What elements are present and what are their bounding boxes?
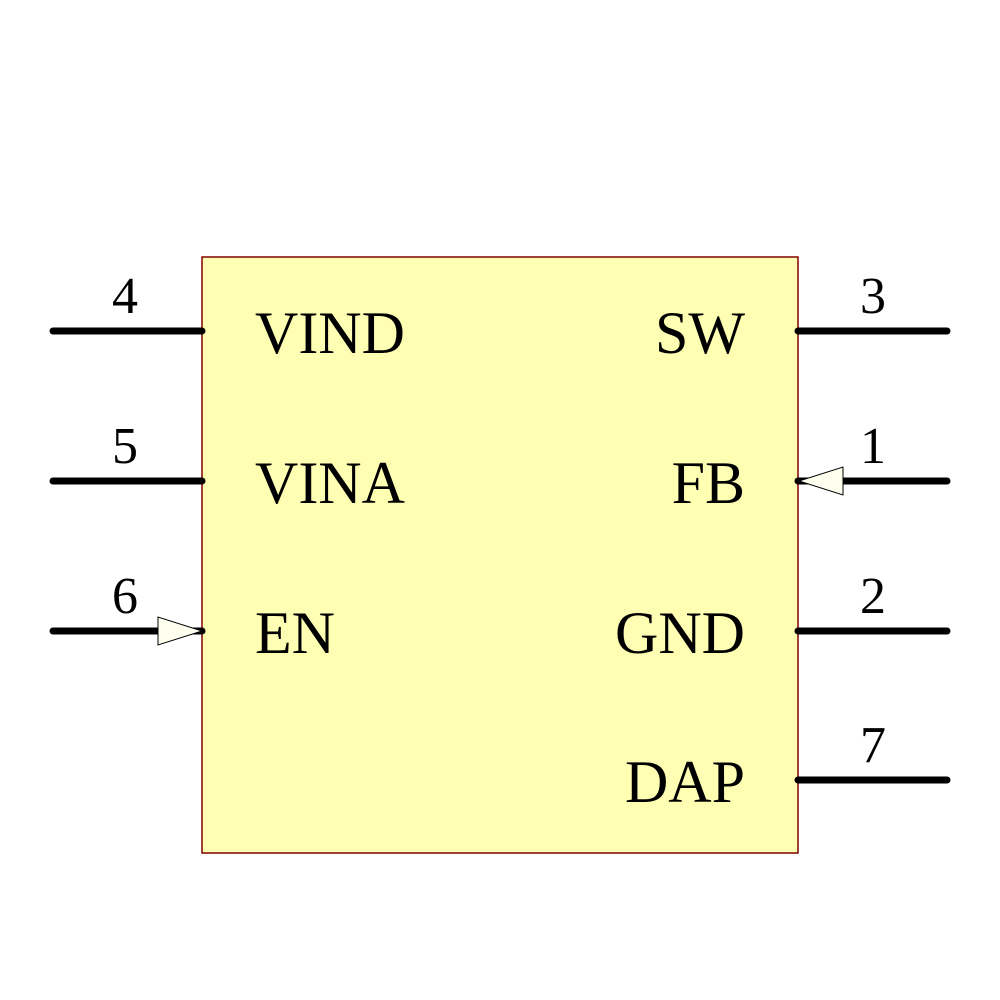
- pin-name: VIND: [255, 300, 405, 366]
- pin-number: 7: [860, 717, 886, 774]
- pin-number: 2: [860, 568, 886, 625]
- pin-3[interactable]: 3 SW: [655, 268, 951, 366]
- pin-1[interactable]: 1 FB: [672, 418, 951, 516]
- pin-number: 1: [860, 418, 886, 475]
- input-arrow-icon: [157, 616, 204, 646]
- pin-4[interactable]: 4 VIND: [49, 268, 405, 366]
- input-arrow-icon: [797, 466, 844, 496]
- pin-6[interactable]: 6 EN: [49, 568, 335, 666]
- pin-name: DAP: [625, 749, 745, 815]
- pin-name: FB: [672, 450, 745, 516]
- pin-name: GND: [615, 600, 745, 666]
- pin-number: 3: [860, 268, 886, 325]
- pin-5[interactable]: 5 VINA: [49, 418, 405, 516]
- pin-name: VINA: [255, 450, 405, 516]
- pin-name: SW: [655, 300, 745, 366]
- pin-number: 4: [112, 268, 138, 325]
- pin-7[interactable]: 7 DAP: [625, 717, 951, 815]
- pin-number: 5: [112, 418, 138, 475]
- pin-2[interactable]: 2 GND: [615, 568, 951, 666]
- pin-name: EN: [255, 600, 335, 666]
- pin-number: 6: [112, 568, 138, 625]
- component-body[interactable]: [201, 256, 799, 854]
